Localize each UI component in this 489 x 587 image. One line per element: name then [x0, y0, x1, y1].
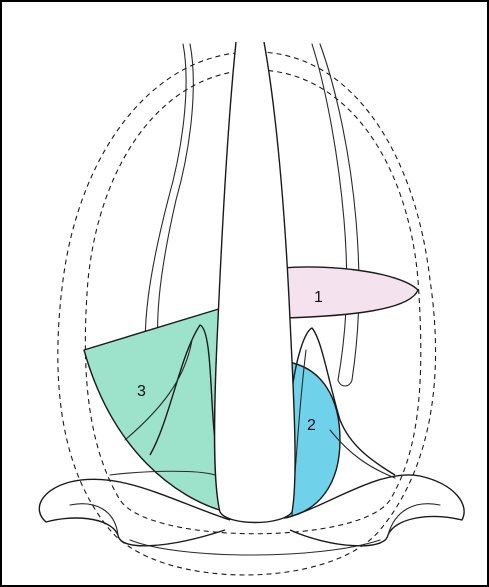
region-2-label: 2: [307, 417, 316, 434]
region-1-label: 1: [314, 289, 323, 306]
region-3-label: 3: [137, 383, 146, 400]
